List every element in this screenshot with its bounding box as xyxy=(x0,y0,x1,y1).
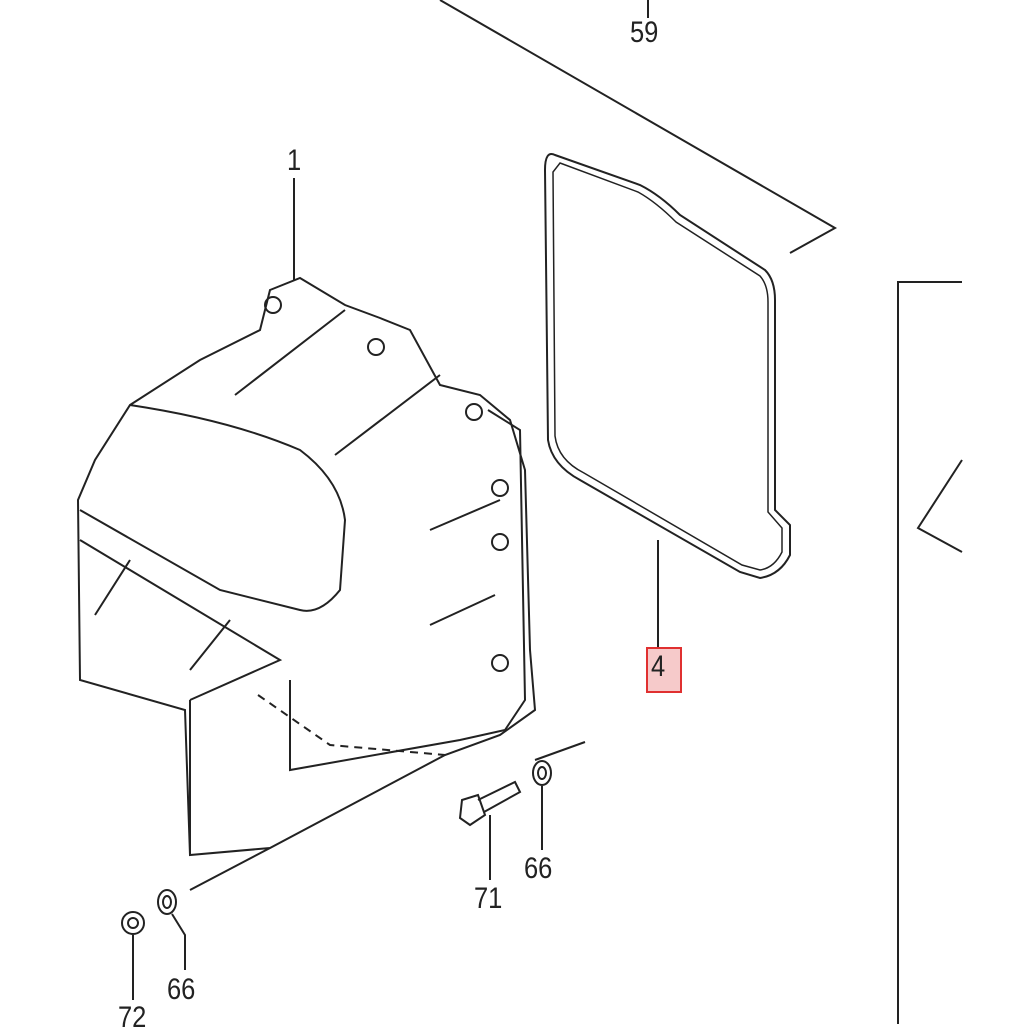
assembly-bracket-line xyxy=(439,0,838,254)
washer-part-66-lower xyxy=(157,889,186,970)
part-label-59[interactable]: 59 xyxy=(630,16,659,49)
part-label-1[interactable]: 1 xyxy=(287,144,302,177)
gasket-inner-edge xyxy=(552,162,783,571)
part-label-4[interactable]: 4 xyxy=(651,650,666,683)
part-label-66[interactable]: 66 xyxy=(524,852,553,885)
cover-part-1 xyxy=(76,178,586,891)
side-panel-frame xyxy=(897,281,962,1024)
gasket-part-4 xyxy=(543,153,791,580)
washer-part-66 xyxy=(532,760,552,850)
highlight-box-part-4[interactable] xyxy=(646,647,682,693)
nut-part-72 xyxy=(121,911,145,1000)
part-label-66-lower[interactable]: 66 xyxy=(167,973,196,1006)
side-panel-shape xyxy=(916,459,963,553)
part-label-72[interactable]: 72 xyxy=(118,1001,147,1034)
part-label-71[interactable]: 71 xyxy=(474,882,503,915)
bolt-part-71 xyxy=(458,780,522,880)
